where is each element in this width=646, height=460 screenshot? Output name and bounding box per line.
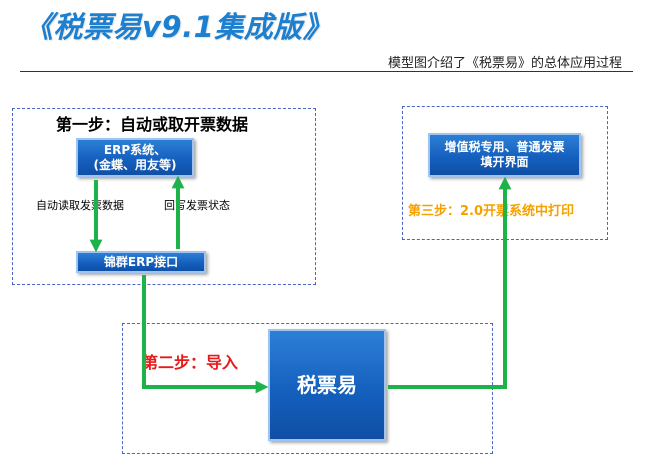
step1-group — [12, 108, 316, 285]
header-divider — [20, 71, 633, 72]
auto-read-label: 自动读取发票数据 — [36, 199, 124, 212]
page-title: 《税票易v9.1集成版》 — [24, 10, 333, 44]
jinqun-box-label: 锦群ERP接口 — [103, 254, 179, 269]
shuipiaoyi-box-label: 税票易 — [297, 372, 357, 397]
arrow-shuipiaoyi-to-invoice — [388, 176, 512, 389]
invoice-box-line2: 填开界面 — [480, 155, 529, 169]
erp-box-line2: (金蝶、用友等) — [93, 157, 177, 172]
erp-system-box: ERP系统、 (金蝶、用友等) — [76, 138, 194, 177]
erp-box-line1: ERP系统、 — [103, 142, 167, 157]
shuipiaoyi-box: 税票易 — [268, 329, 386, 441]
invoice-form-box: 增值税专用、普通发票 填开界面 — [428, 133, 581, 177]
page-subtitle: 模型图介绍了《税票易》的总体应用过程 — [387, 56, 622, 71]
step2-label: 第二步：导入 — [142, 353, 239, 372]
invoice-box-line1: 增值税专用、普通发票 — [444, 140, 565, 154]
arrow-interface-to-shuipiaoyi — [142, 275, 269, 394]
step3-label: 第三步：2.0开票系统中打印 — [408, 204, 575, 219]
step1-label: 第一步：自动或取开票数据 — [56, 115, 249, 134]
jinqun-erp-interface-box: 锦群ERP接口 — [76, 251, 206, 273]
write-back-label: 回写发票状态 — [164, 199, 230, 212]
